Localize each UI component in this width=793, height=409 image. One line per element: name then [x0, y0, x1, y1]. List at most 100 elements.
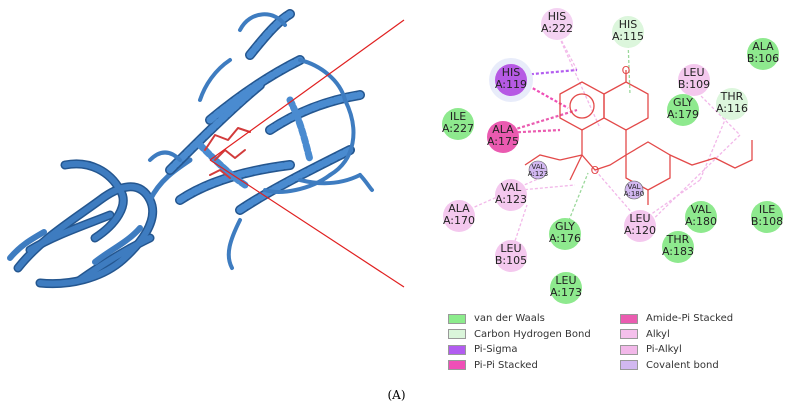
legend-item-alkyl: Alkyl: [620, 328, 670, 341]
residue-disc: [678, 64, 710, 96]
residue-disc: [662, 231, 694, 263]
residue-name: THR: [666, 233, 690, 246]
ligand-oxygen-ring: O: [591, 164, 600, 177]
residue-id: A:119: [495, 78, 527, 91]
legend-item-pi-sigma: Pi-Sigma: [448, 343, 518, 356]
residue-id: A:123: [495, 193, 527, 206]
residue-disc: [541, 8, 573, 40]
legend-swatch: [620, 329, 638, 339]
residue-id: A:170: [443, 214, 475, 227]
residue-id: A:183: [662, 245, 694, 258]
residue-disc: [667, 94, 699, 126]
legend-item-covalent-bond: Covalent bond: [620, 359, 719, 372]
residue-disc: [751, 201, 783, 233]
residue-id: A:175: [487, 135, 519, 148]
legend-item-van-der-waals: van der Waals: [448, 312, 545, 325]
legend-swatch: [448, 360, 466, 370]
legend-item-amide-pi-stacked: Amide-Pi Stacked: [620, 312, 733, 325]
residue-disc: [624, 210, 656, 242]
residue-disc: [495, 64, 527, 96]
residue-id: B:105: [495, 254, 527, 267]
legend-label: Pi-Pi Stacked: [474, 359, 538, 371]
residue-id: A:120: [624, 224, 656, 237]
legend-label: Covalent bond: [646, 359, 719, 371]
residue-disc: [550, 272, 582, 304]
zoom-lines: [209, 19, 405, 288]
residue-name: LEU: [500, 242, 521, 255]
residue-id: A:176: [549, 232, 581, 245]
residue-name: VAL: [501, 181, 522, 194]
ligand-structure: [524, 70, 753, 205]
residue-disc: [747, 38, 779, 70]
legend-swatch: [620, 344, 638, 355]
residue-id: B:108: [751, 215, 783, 228]
residue-name: HIS: [502, 66, 521, 79]
figure-caption: (A): [387, 388, 406, 402]
legend-label: Pi-Sigma: [474, 344, 518, 355]
protein-ribbon-3d: [7, 9, 374, 289]
residue-name: LEU: [683, 66, 704, 79]
residue-name: HIS: [548, 10, 567, 23]
residue-name: ALA: [492, 123, 514, 136]
legend-swatch: [448, 329, 466, 339]
legend-swatch: [620, 313, 638, 324]
residue-name: GLY: [555, 220, 575, 233]
residue-disc: [443, 200, 475, 232]
residue-id: A:115: [612, 30, 644, 43]
residue-name: LEU: [555, 274, 576, 287]
residue-disc: [487, 121, 519, 153]
residue-name: THR: [720, 90, 744, 103]
legend-item-pi-alkyl: Pi-Alkyl: [620, 343, 682, 356]
residue-name: ALA: [752, 40, 774, 53]
ligand-oxygen-carbonyl: O: [622, 64, 631, 77]
residue-id: A:123: [528, 170, 548, 178]
residue-name: HIS: [619, 18, 638, 31]
residue-id: A:180: [685, 215, 717, 228]
residue-disc: [549, 218, 581, 250]
residue-id: A:222: [541, 22, 573, 35]
legend-label: Alkyl: [646, 328, 670, 340]
residue-disc: [442, 108, 474, 140]
legend-swatch: [448, 313, 466, 324]
residue-id: A:116: [716, 102, 748, 115]
legend-label: Amide-Pi Stacked: [646, 313, 734, 324]
residue-disc: [495, 240, 527, 272]
legend-swatch: [620, 360, 638, 370]
residue-name: VAL: [531, 163, 544, 171]
residue-disc: [495, 179, 527, 211]
residue-disc: [612, 16, 644, 48]
residue-id: A:180: [624, 190, 644, 198]
residue-name: ALA: [448, 202, 470, 215]
residue-id: A:227: [442, 122, 474, 135]
residue-name: ILE: [759, 203, 775, 216]
residue-id: A:179: [667, 108, 699, 121]
residue-name: VAL: [627, 183, 640, 191]
legend-swatch: [448, 344, 466, 355]
residue-name: VAL: [691, 203, 712, 216]
residue-id: B:109: [678, 78, 710, 91]
residue-disc: [716, 88, 748, 120]
residue-name: GLY: [673, 96, 693, 109]
legend-item-pi-pi-stacked: Pi-Pi Stacked: [448, 359, 538, 372]
legend-label: van der Waals: [474, 313, 545, 324]
residue-id: B:106: [747, 52, 779, 65]
